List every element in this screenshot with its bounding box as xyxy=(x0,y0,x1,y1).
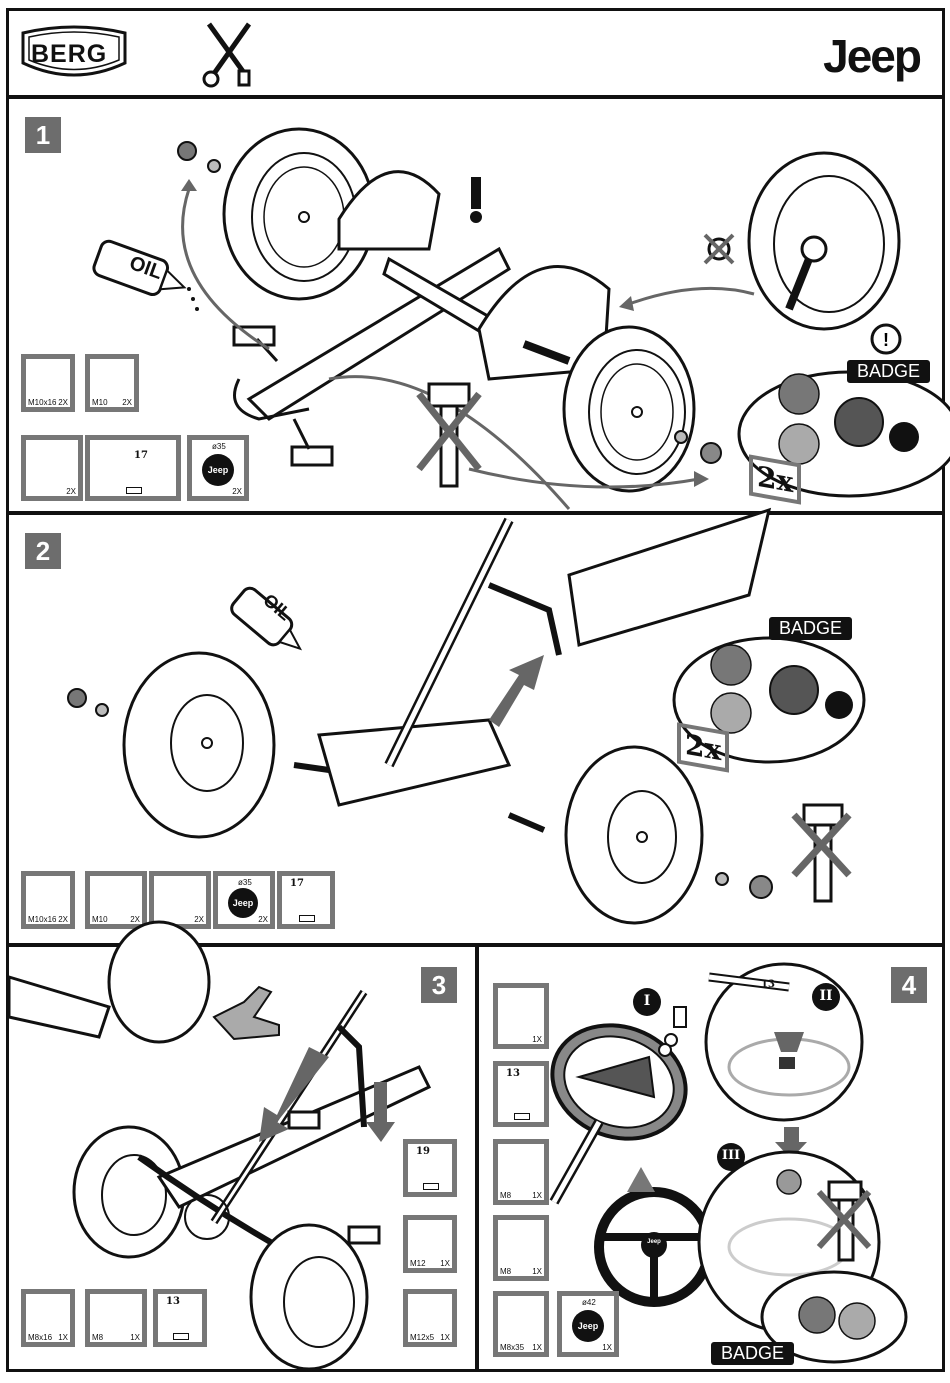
wrench-size-label: 13 xyxy=(761,979,775,990)
step-2-badge-label: BADGE xyxy=(769,617,852,640)
part-jeep-badge: ø35 Jeep 2X xyxy=(213,871,275,929)
part-cap: 2X xyxy=(149,871,211,929)
part-wrench-19: 19 xyxy=(403,1139,457,1197)
berg-logo-text: BERG xyxy=(31,40,107,69)
berg-logo: BERG xyxy=(19,25,129,83)
part-tools: 17 xyxy=(85,435,181,501)
part-wrench-13: 13 xyxy=(153,1289,207,1347)
step-4-panel: 4 xyxy=(476,944,945,1372)
part-jeep-badge: ø42 Jeep 1X xyxy=(557,1291,619,1357)
steering-center-badge: Jeep xyxy=(644,1239,664,1245)
step-1-badge-label: BADGE xyxy=(847,360,930,383)
part-wrench-13: 13 xyxy=(493,1061,549,1127)
svg-text:!: ! xyxy=(883,330,889,350)
tools-icon xyxy=(199,19,259,89)
roman-marker-iii: III xyxy=(719,1148,743,1163)
step-4-badge-label: BADGE xyxy=(711,1342,794,1365)
part-wrench-17: 17 xyxy=(277,871,335,929)
part-jeep-badge: ø35 Jeep 2X xyxy=(187,435,249,501)
roman-marker-ii: II xyxy=(816,988,836,1004)
jeep-logo: Jeep xyxy=(823,29,920,83)
part-ring: 1X xyxy=(493,983,549,1049)
part-jeep-badge-logo: Jeep xyxy=(572,1310,604,1342)
part-jeep-badge-logo: Jeep xyxy=(202,454,234,486)
part-jeep-badge-logo: Jeep xyxy=(228,888,258,918)
part-cap: 2X xyxy=(21,435,83,501)
step-1-panel: 1 xyxy=(6,96,945,514)
roman-marker-i: I xyxy=(639,993,655,1009)
header-bar: BERG Jeep xyxy=(6,8,945,98)
step-2-panel: 2 xyxy=(6,512,945,946)
